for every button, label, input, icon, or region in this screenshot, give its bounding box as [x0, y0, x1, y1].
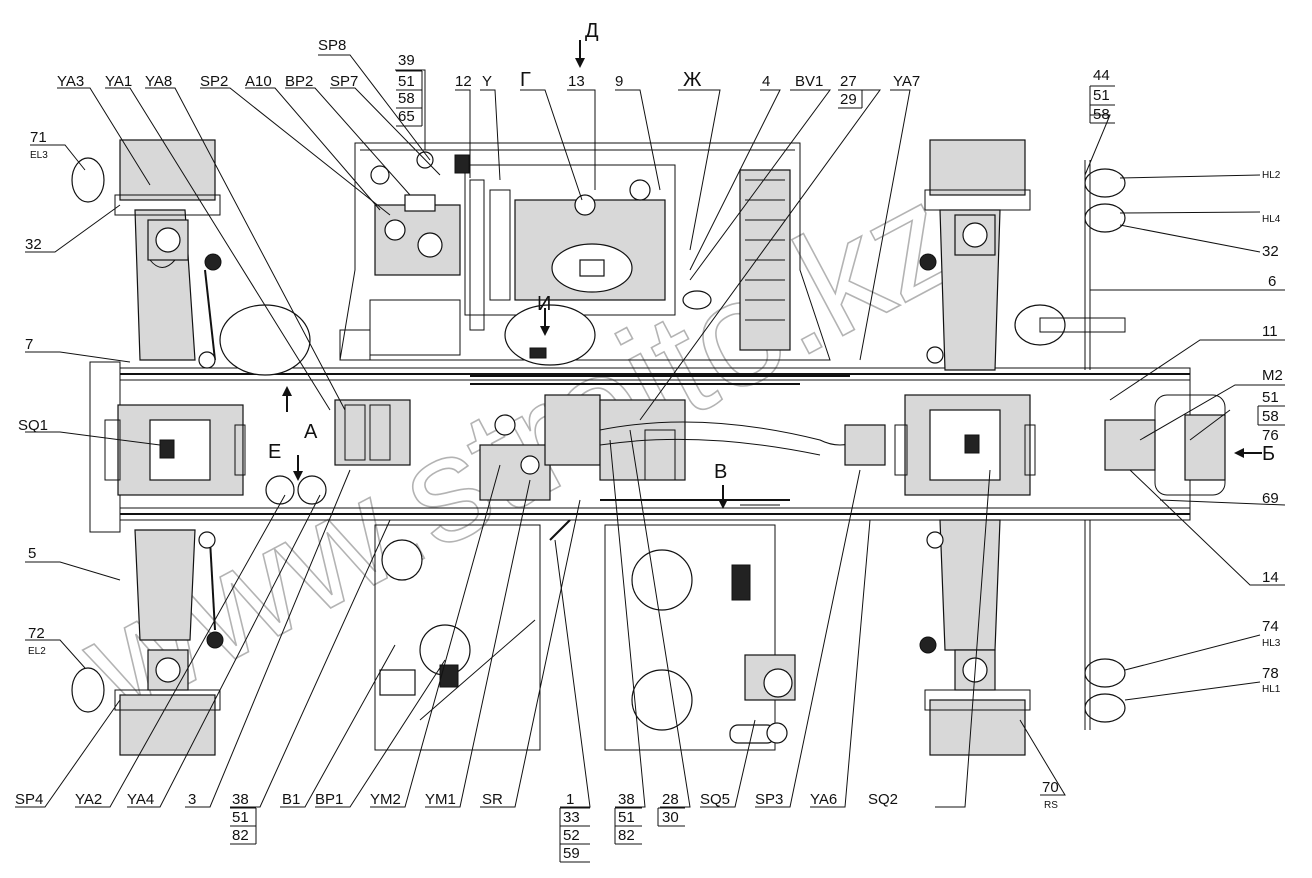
- label-SP4: SP4: [15, 791, 43, 808]
- label-EL3: EL3: [30, 150, 48, 161]
- label-A: А: [304, 421, 318, 443]
- label-BP2: BP2: [285, 73, 313, 90]
- label-44: 44: [1093, 67, 1110, 84]
- label-SP3: SP3: [755, 791, 783, 808]
- label-11: 11: [1262, 323, 1278, 340]
- label-9: 9: [615, 73, 623, 90]
- label-EL2: EL2: [28, 646, 46, 657]
- label-SR: SR: [482, 791, 503, 808]
- part-labels: SP8 39 51 58 65 Д 13 12 Y Г 9 Ж 4 BV1 27…: [15, 20, 1285, 863]
- label-71: 71: [30, 129, 47, 146]
- label-HL2: HL2: [1262, 170, 1281, 181]
- label-5: 5: [28, 545, 36, 562]
- label-78: 78: [1262, 665, 1279, 682]
- label-SP2: SP2: [200, 73, 228, 90]
- label-58-right-top: 58: [1093, 106, 1110, 123]
- label-51-right: 51: [1262, 389, 1279, 406]
- center-units: [334, 394, 886, 501]
- label-65: 65: [398, 108, 415, 125]
- label-58-right: 58: [1262, 408, 1279, 425]
- label-32-left: 32: [25, 236, 42, 253]
- label-51-bottom-left: 51: [232, 809, 249, 826]
- label-YA7: YA7: [893, 73, 920, 90]
- label-YA6: YA6: [810, 791, 837, 808]
- label-SP8: SP8: [318, 37, 346, 54]
- label-HL3: HL3: [1262, 638, 1281, 649]
- label-51-right-top: 51: [1093, 87, 1110, 104]
- label-13: 13: [568, 73, 585, 90]
- label-3: 3: [188, 791, 196, 808]
- label-58-top: 58: [398, 90, 415, 107]
- label-76: 76: [1262, 427, 1279, 444]
- label-14: 14: [1262, 569, 1279, 586]
- label-YA2: YA2: [75, 791, 102, 808]
- engine-compartment: [339, 142, 831, 366]
- label-Y: Y: [482, 73, 492, 90]
- label-YA4: YA4: [127, 791, 154, 808]
- label-M2: M2: [1262, 367, 1283, 384]
- label-69: 69: [1262, 490, 1279, 507]
- label-29: 29: [840, 91, 857, 108]
- label-ZH: Ж: [683, 69, 702, 91]
- label-G: Г: [520, 69, 531, 91]
- label-72: 72: [28, 625, 45, 642]
- label-1: 1: [566, 791, 574, 808]
- label-38-center: 38: [618, 791, 635, 808]
- label-27: 27: [840, 73, 857, 90]
- label-BP1: BP1: [315, 791, 343, 808]
- label-59: 59: [563, 845, 580, 862]
- view-markers: [282, 40, 1262, 509]
- label-30: 30: [662, 809, 679, 826]
- label-SQ5: SQ5: [700, 791, 730, 808]
- label-YA8: YA8: [145, 73, 172, 90]
- label-39: 39: [398, 52, 415, 69]
- label-51-center: 51: [618, 809, 635, 826]
- label-12: 12: [455, 73, 472, 90]
- label-V: В: [714, 461, 727, 483]
- label-82-left: 82: [232, 827, 249, 844]
- label-D: Д: [585, 20, 599, 42]
- label-82-center: 82: [618, 827, 635, 844]
- label-YM2: YM2: [370, 791, 401, 808]
- left-axle: [71, 139, 327, 756]
- label-A10: A10: [245, 73, 272, 90]
- label-33: 33: [563, 809, 580, 826]
- label-4: 4: [762, 73, 770, 90]
- label-38-left: 38: [232, 791, 249, 808]
- label-HL1: HL1: [1262, 684, 1281, 695]
- label-70: 70: [1042, 779, 1059, 796]
- label-74: 74: [1262, 618, 1279, 635]
- right-axle: [894, 139, 1226, 756]
- label-6: 6: [1268, 273, 1276, 290]
- label-I: И: [537, 293, 551, 315]
- label-RS: RS: [1044, 800, 1058, 811]
- label-7: 7: [25, 336, 33, 353]
- label-BE: Б: [1262, 443, 1275, 465]
- label-SP7: SP7: [330, 73, 358, 90]
- fuel-tank: [374, 519, 796, 751]
- label-32-right: 32: [1262, 243, 1279, 260]
- label-YA1: YA1: [105, 73, 132, 90]
- label-SQ2: SQ2: [868, 791, 898, 808]
- label-HL4: HL4: [1262, 214, 1281, 225]
- label-YM1: YM1: [425, 791, 456, 808]
- label-52: 52: [563, 827, 580, 844]
- label-E: Е: [268, 441, 281, 463]
- label-28: 28: [662, 791, 679, 808]
- label-SQ1: SQ1: [18, 417, 48, 434]
- label-YA3: YA3: [57, 73, 84, 90]
- label-B1: B1: [282, 791, 300, 808]
- label-BV1: BV1: [795, 73, 823, 90]
- label-51-top: 51: [398, 73, 415, 90]
